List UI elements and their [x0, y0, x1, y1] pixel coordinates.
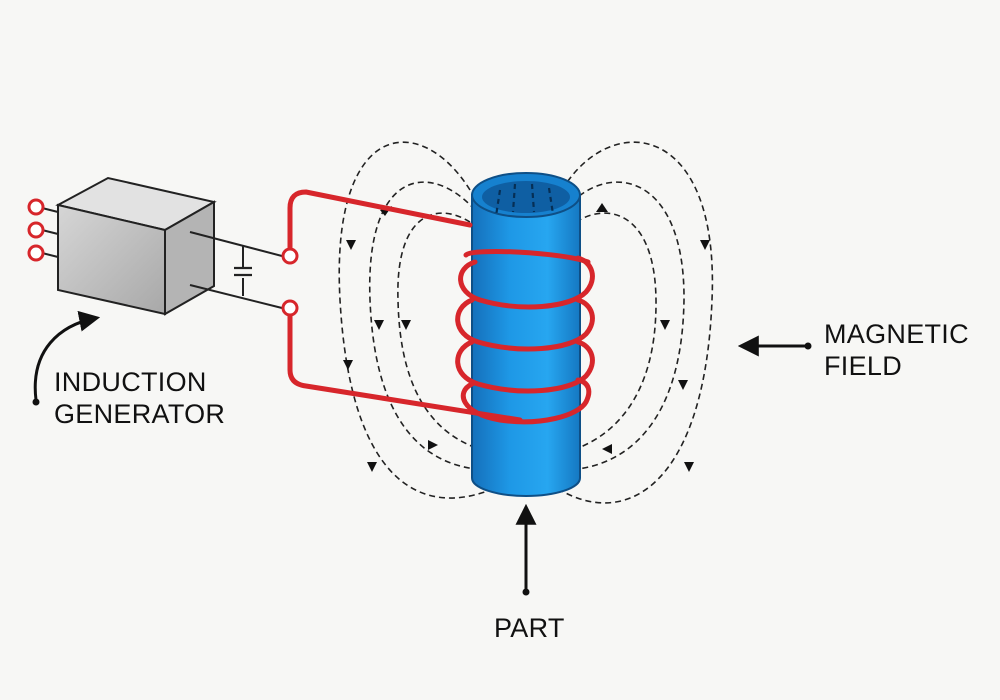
coil-turn [460, 377, 592, 425]
field-arrow [660, 320, 670, 330]
coil-terminals [281, 247, 299, 317]
magnetic-field-label: MAGNETIC FIELD [824, 318, 969, 382]
field-arrow [367, 462, 377, 472]
field-line-right-mid [561, 181, 685, 471]
label-line: GENERATOR [54, 399, 226, 429]
cylindrical-part-icon [471, 172, 581, 497]
field-line-right-inner [565, 212, 657, 453]
coil-turn [455, 339, 595, 394]
magnetic-field-lines [338, 141, 714, 504]
coil-lead-upper [287, 189, 473, 259]
induction-generator-label: INDUCTION GENERATOR [54, 366, 225, 430]
coil-lead-lower [287, 305, 523, 423]
terminal-icon [27, 198, 45, 216]
field-line-left-outer [338, 141, 496, 499]
label-line: INDUCTION [54, 367, 207, 397]
field-arrow [346, 240, 356, 250]
label-line: PART [494, 613, 565, 643]
part-label: PART [494, 612, 565, 644]
field-arrow [678, 380, 688, 390]
coil-turn-top [463, 248, 591, 265]
terminal-icon [281, 299, 299, 317]
generator-pointer-arrow [33, 310, 101, 402]
terminal-icon [27, 221, 45, 239]
output-circuit [189, 231, 283, 309]
generator-terminals [27, 198, 59, 262]
capacitor-symbol-icon [234, 266, 252, 277]
field-arrow [428, 440, 438, 450]
coil-turn [455, 297, 595, 352]
pointer-dot [804, 342, 812, 350]
field-arrow [596, 203, 608, 212]
copper-induction-coil-icon [287, 189, 595, 425]
field-arrow [700, 240, 710, 250]
field-arrow [374, 320, 384, 330]
field-arrow [602, 444, 612, 454]
field-arrow [401, 320, 411, 330]
field-line-right-outer [559, 141, 714, 504]
field-line-left-inner [397, 212, 491, 453]
pointer-dot [32, 398, 40, 406]
label-line: MAGNETIC [824, 319, 969, 349]
label-line: FIELD [824, 351, 903, 381]
field-arrow [343, 360, 353, 370]
induction-generator-box-icon [55, 176, 217, 316]
field-arrow [684, 462, 694, 472]
terminal-icon [27, 244, 45, 262]
pointer-dot [522, 588, 530, 596]
field-line-left-mid [369, 181, 493, 471]
terminal-icon [281, 247, 299, 265]
coil-turn [458, 255, 595, 310]
